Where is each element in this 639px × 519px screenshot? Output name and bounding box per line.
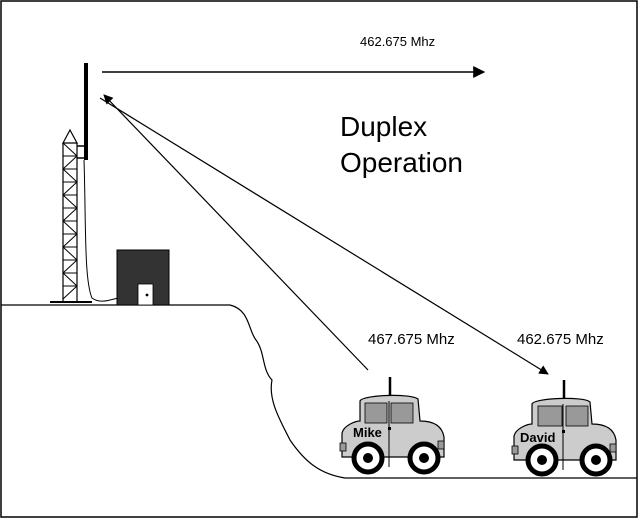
david-receive-freq-label: 462.675 Mhz xyxy=(517,331,604,348)
mike-vehicle: Mike xyxy=(339,377,445,475)
antenna-icon xyxy=(77,63,88,160)
title-line-2: Operation xyxy=(340,147,463,178)
david-vehicle: David xyxy=(511,380,617,477)
david-name-label: David xyxy=(520,430,555,445)
arrow-repeater-to-david xyxy=(99,97,549,375)
repeater-building xyxy=(116,249,170,306)
repeater-tower xyxy=(50,128,119,303)
repeater-output-freq-label: 462.675 Mhz xyxy=(360,34,435,49)
title-line-1: Duplex xyxy=(340,111,427,142)
terrain-line xyxy=(1,304,637,479)
arrow-mike-to-repeater xyxy=(103,94,369,371)
mike-transmit-freq-label: 467.675 Mhz xyxy=(368,331,455,348)
mike-name-label: Mike xyxy=(353,425,382,440)
